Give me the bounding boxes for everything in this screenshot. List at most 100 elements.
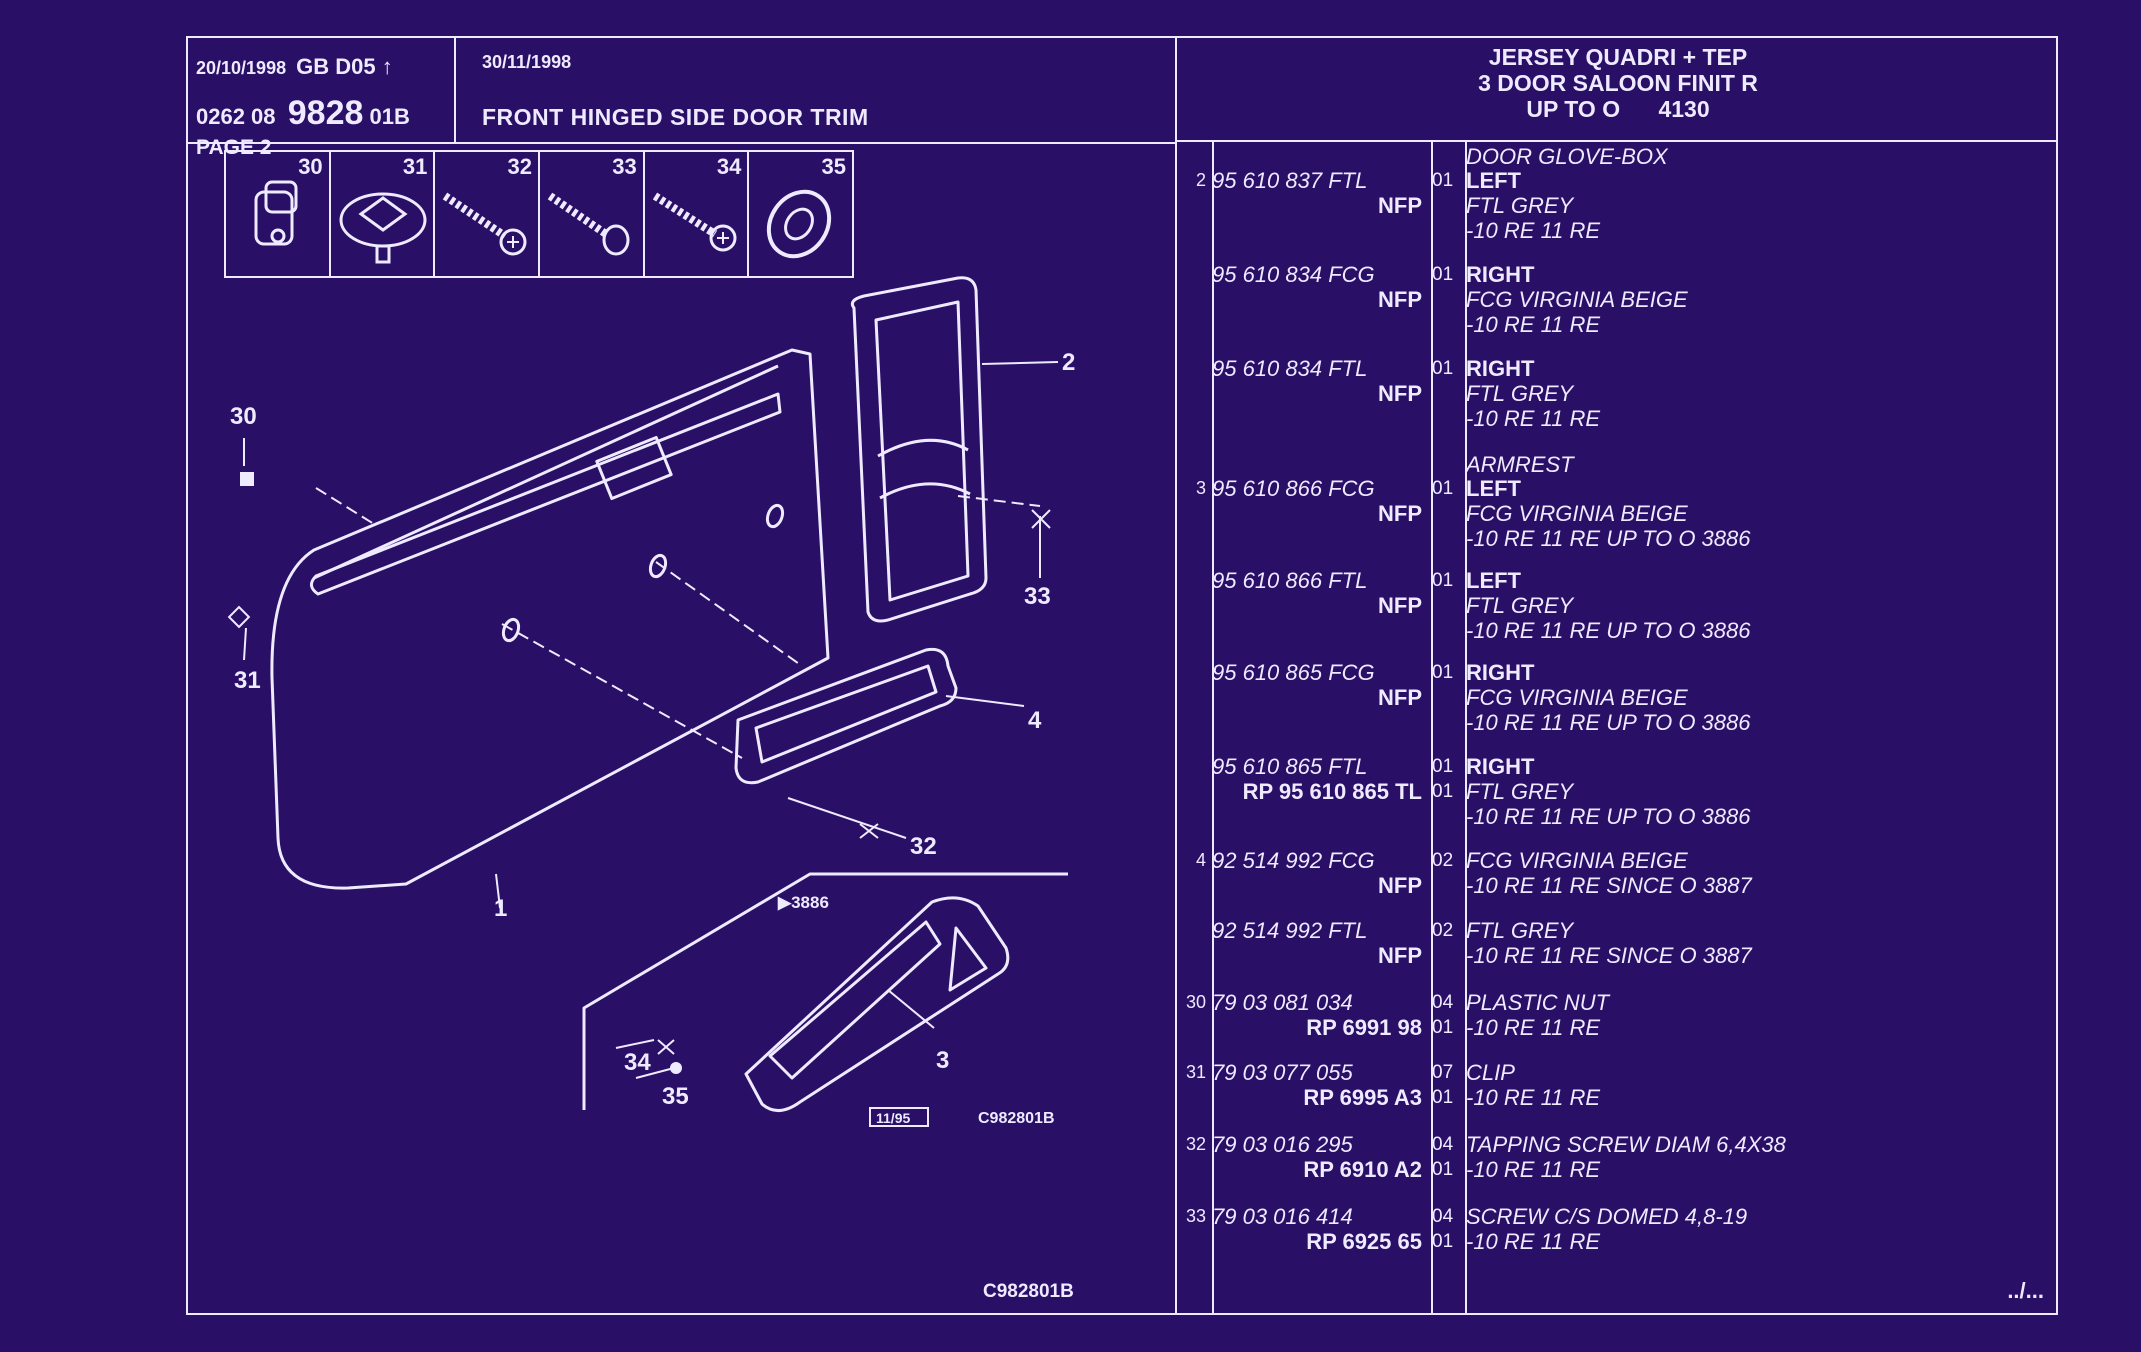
description: FCG VIRGINIA BEIGE bbox=[1466, 848, 1688, 873]
colour: FTL GREY bbox=[1466, 593, 1574, 618]
description: PLASTIC NUT bbox=[1466, 990, 1610, 1015]
model-line-1: JERSEY QUADRI + TEP bbox=[1488, 44, 1748, 70]
callout-31: 31 bbox=[234, 667, 261, 694]
section-title: DOOR GLOVE-BOX bbox=[1466, 144, 1668, 169]
part-number: 95 610 865 FCG bbox=[1212, 660, 1375, 685]
replacement: NFP bbox=[1378, 287, 1422, 312]
callout-2: 2 bbox=[1062, 349, 1075, 376]
application: -10 RE 11 RE bbox=[1466, 1157, 1601, 1182]
model-line-2: 3 DOOR SALOON FINIT R bbox=[1478, 70, 1758, 96]
clip-marker bbox=[227, 605, 251, 629]
item-number: 4 bbox=[1195, 850, 1206, 870]
quantity: 02 bbox=[1432, 850, 1454, 871]
thumb-31: 31 bbox=[331, 152, 436, 276]
quantity: 01 bbox=[1432, 756, 1454, 777]
callout-34: 34 bbox=[624, 1049, 651, 1076]
item-column-line bbox=[1212, 140, 1214, 1315]
description: RIGHT bbox=[1466, 262, 1535, 287]
replacement: RP 6910 A2 bbox=[1303, 1157, 1422, 1182]
thumb-34: 34 bbox=[645, 152, 750, 276]
application: -10 RE 11 RE bbox=[1466, 406, 1601, 431]
item-number: 31 bbox=[1185, 1062, 1206, 1082]
header-date-secondary: 30/11/1998 bbox=[482, 52, 572, 72]
glove-box-divider bbox=[877, 438, 971, 500]
quantity: 04 bbox=[1432, 1134, 1454, 1155]
item-number: 32 bbox=[1185, 1134, 1206, 1154]
thumb-35: 35 bbox=[749, 152, 852, 276]
panel-top-ridge bbox=[313, 364, 779, 580]
colour: FTL GREY bbox=[1466, 193, 1574, 218]
part-number: 95 610 865 FTL bbox=[1212, 754, 1368, 779]
inset-date: 11/95 bbox=[876, 1110, 910, 1126]
quantity: 01 bbox=[1432, 358, 1454, 379]
item-number: 30 bbox=[1185, 992, 1206, 1012]
application: -10 RE 11 RE bbox=[1466, 1015, 1601, 1040]
replacement-quantity: 01 bbox=[1432, 781, 1454, 802]
inset-marker: ▶3886 bbox=[777, 893, 829, 912]
header-rule-right bbox=[1175, 140, 2058, 142]
panel-hole bbox=[648, 553, 668, 579]
colour: FCG VIRGINIA BEIGE bbox=[1466, 501, 1688, 526]
glove-box bbox=[850, 276, 988, 623]
replacement-quantity: 01 bbox=[1432, 1231, 1454, 1252]
qty-column-line-right bbox=[1465, 140, 1467, 1315]
description: RIGHT bbox=[1466, 754, 1535, 779]
replacement-quantity: 01 bbox=[1432, 1017, 1454, 1038]
thumb-number: 32 bbox=[507, 154, 533, 179]
part-number: 79 03 081 034 bbox=[1212, 990, 1353, 1015]
callout-35: 35 bbox=[662, 1083, 689, 1110]
description: CLIP bbox=[1466, 1060, 1515, 1085]
parts-sheet: 20/10/1998 GB D05 ↑ 0262 08 9828 01B PAG… bbox=[186, 36, 2058, 1315]
part-number: 79 03 016 295 bbox=[1212, 1132, 1353, 1157]
replacement-quantity: 01 bbox=[1432, 1087, 1454, 1108]
part-number: 92 514 992 FTL bbox=[1212, 918, 1368, 943]
leader-line bbox=[981, 361, 1059, 365]
description: LEFT bbox=[1466, 168, 1521, 193]
quantity: 01 bbox=[1432, 264, 1454, 285]
panel-recess bbox=[310, 392, 782, 596]
part-number: 95 610 866 FCG bbox=[1212, 476, 1375, 501]
quantity: 01 bbox=[1432, 662, 1454, 683]
assembly-line bbox=[957, 495, 1041, 507]
leader-line bbox=[635, 1067, 675, 1079]
continued-marker: ../... bbox=[2007, 1278, 2044, 1303]
panel-handle-recess bbox=[595, 435, 673, 501]
assembly-line bbox=[501, 623, 743, 759]
replacement: NFP bbox=[1378, 501, 1422, 526]
thumb-number: 34 bbox=[716, 154, 742, 179]
item-number: 2 bbox=[1195, 170, 1206, 190]
tapping-screw-icon bbox=[443, 192, 527, 256]
quantity: 07 bbox=[1432, 1062, 1454, 1083]
drawing-reference: C982801B bbox=[983, 1281, 1074, 1302]
leader-line bbox=[243, 627, 247, 661]
page-number: PAGE 2 bbox=[196, 136, 272, 159]
callout-32: 32 bbox=[910, 833, 937, 860]
callout-1: 1 bbox=[494, 895, 507, 922]
fastener-thumbnails: 30 31 32 33 bbox=[224, 150, 854, 278]
replacement: NFP bbox=[1378, 685, 1422, 710]
clip-icon bbox=[339, 192, 427, 264]
leader-line bbox=[887, 989, 935, 1029]
screw-marker bbox=[657, 1039, 675, 1055]
replacement: RP 6925 65 bbox=[1306, 1229, 1422, 1254]
description: SCREW C/S DOMED 4,8-19 bbox=[1466, 1204, 1748, 1229]
assembly-line bbox=[315, 487, 375, 525]
thumb-number: 33 bbox=[612, 154, 637, 179]
application: -10 RE 11 RE bbox=[1466, 312, 1601, 337]
application: -10 RE 11 RE bbox=[1466, 1229, 1601, 1254]
application: -10 RE 11 RE bbox=[1466, 1085, 1601, 1110]
plastic-nut-icon bbox=[254, 180, 298, 246]
callout-4: 4 bbox=[1028, 707, 1042, 734]
panel-hole bbox=[765, 503, 785, 529]
replacement: RP 6995 A3 bbox=[1303, 1085, 1422, 1110]
replacement: NFP bbox=[1378, 381, 1422, 406]
thumb-30: 30 bbox=[226, 152, 331, 276]
panel-hole bbox=[501, 617, 521, 643]
plastic-nut-marker bbox=[240, 472, 254, 486]
leader-line bbox=[945, 695, 1025, 707]
quantity: 04 bbox=[1432, 992, 1454, 1013]
section-title: ARMREST bbox=[1466, 452, 1574, 477]
part-number: 95 610 834 FCG bbox=[1212, 262, 1375, 287]
screw-marker bbox=[1031, 509, 1051, 529]
callout-33: 33 bbox=[1024, 583, 1051, 610]
